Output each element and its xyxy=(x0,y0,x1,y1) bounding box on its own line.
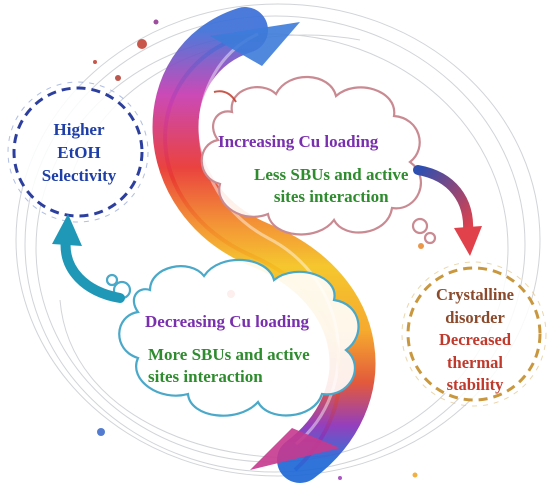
right-circle-line: stability xyxy=(446,375,504,394)
left-dashed-circle xyxy=(12,86,144,218)
right-dashed-circle xyxy=(406,266,542,402)
right-circle-line: Decreased xyxy=(438,330,512,349)
left-circle-text: Higher EtOH Selectivity xyxy=(14,118,144,187)
small-accent-arrow xyxy=(213,90,237,103)
bottom-cloud-title: Decreasing Cu loading xyxy=(145,312,310,331)
right-circle-text: Crystalline disorder Decreased thermal s… xyxy=(412,284,538,397)
right-circle-line: Crystalline xyxy=(436,285,514,304)
top-cloud-line: Less SBUs and active xyxy=(254,165,409,184)
bottom-cloud-line: sites interaction xyxy=(148,367,263,386)
curved-arrow-blue-red xyxy=(413,165,482,256)
left-circle-line: Selectivity xyxy=(41,166,117,185)
top-cloud-title: Increasing Cu loading xyxy=(218,132,379,151)
bottom-cloud-line: More SBUs and active xyxy=(148,345,310,364)
left-circle-line: Higher xyxy=(53,120,105,139)
bottom-thought-cloud xyxy=(105,258,360,417)
bottom-cloud-body: More SBUs and active sites interaction xyxy=(148,344,310,388)
curved-arrow-teal xyxy=(52,214,125,303)
top-thought-cloud xyxy=(200,75,437,245)
swirl-s-arrow xyxy=(152,7,376,483)
right-circle-line: disorder xyxy=(445,307,505,327)
top-cloud-line: sites interaction xyxy=(273,187,389,206)
right-circle-line: thermal xyxy=(447,352,503,372)
top-cloud-body: Less SBUs and active sites interaction xyxy=(254,164,408,208)
left-circle-line: EtOH xyxy=(57,143,101,162)
